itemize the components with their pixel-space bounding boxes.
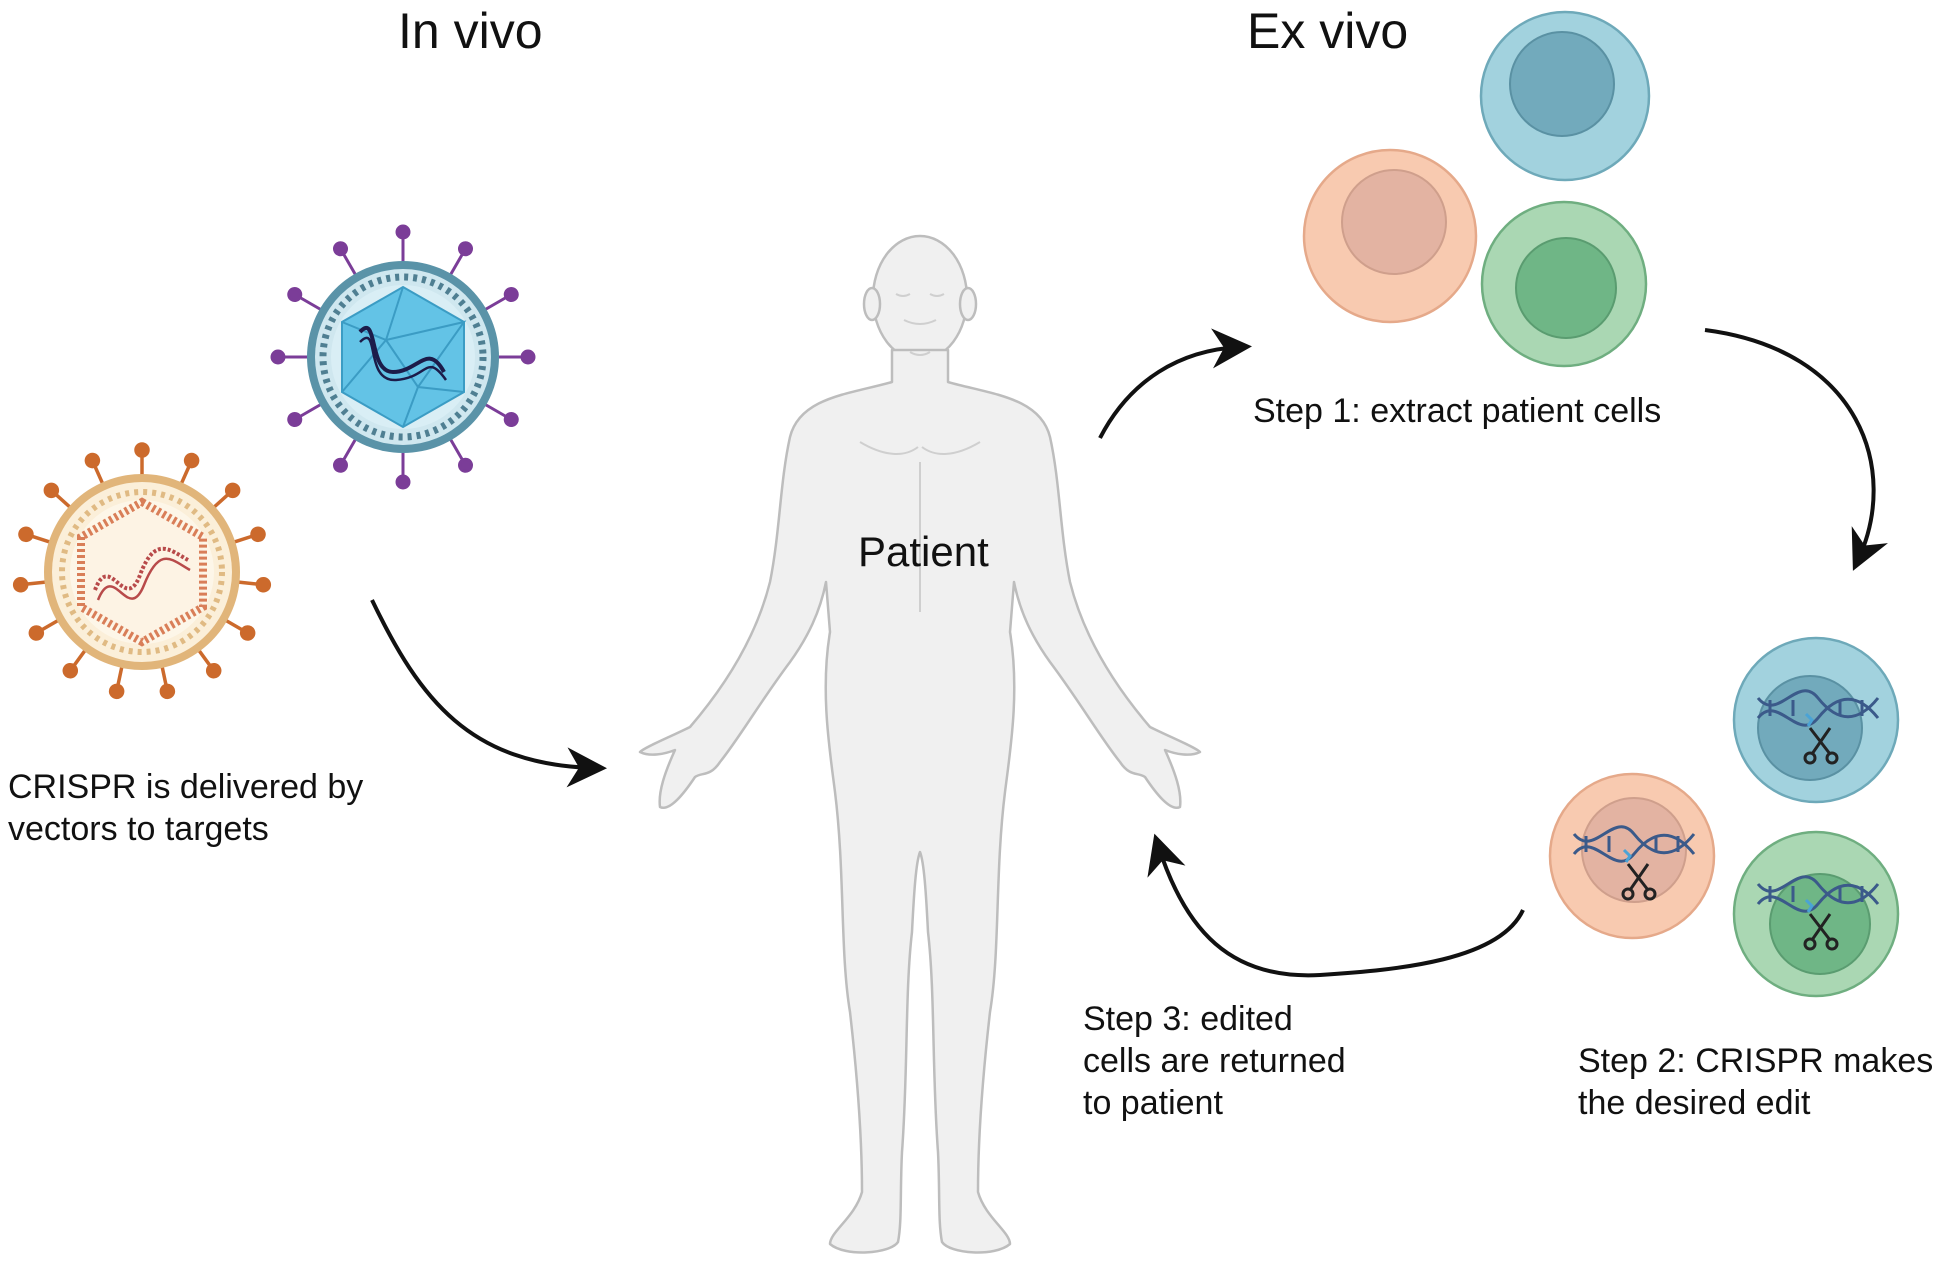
non-enveloped-virus-icon: [12, 442, 272, 700]
dna-scissors-icon: [1756, 875, 1880, 951]
step1-label: Step 1: extract patient cells: [1253, 392, 1662, 430]
step2-label: Step 2: CRISPR makes the desired edit: [1578, 1042, 1934, 1122]
arrow-step2-to-patient: [1147, 833, 1525, 978]
arrow-step1-to-step2: [1704, 328, 1888, 571]
green-cell-icon: [1480, 200, 1648, 368]
edited-cells-cluster: [1548, 636, 1900, 998]
heading-in-vivo: In vivo: [398, 3, 543, 59]
heading-ex-vivo: Ex vivo: [1247, 3, 1409, 59]
arrow-patient-to-step1: [1098, 328, 1252, 439]
in-vivo-caption: CRISPR is delivered by vectors to target…: [8, 768, 364, 848]
dna-scissors-icon: [1756, 689, 1880, 765]
blue-cell-icon: [1479, 10, 1651, 182]
patient-label: Patient: [858, 528, 989, 575]
dna-scissors-icon: [1572, 825, 1696, 901]
edited-blue-cell-icon: [1732, 636, 1900, 804]
arrow-in-vivo-to-patient: [370, 599, 607, 788]
peach-cell-icon: [1302, 148, 1478, 324]
edited-green-cell-icon: [1732, 830, 1900, 998]
patient-cells-cluster: [1302, 10, 1651, 368]
edited-peach-cell-icon: [1548, 772, 1716, 940]
patient-body-icon: [638, 234, 1202, 1254]
enveloped-virus-icon: [270, 224, 536, 490]
step3-label: Step 3: edited cells are returned to pat…: [1083, 1000, 1346, 1122]
